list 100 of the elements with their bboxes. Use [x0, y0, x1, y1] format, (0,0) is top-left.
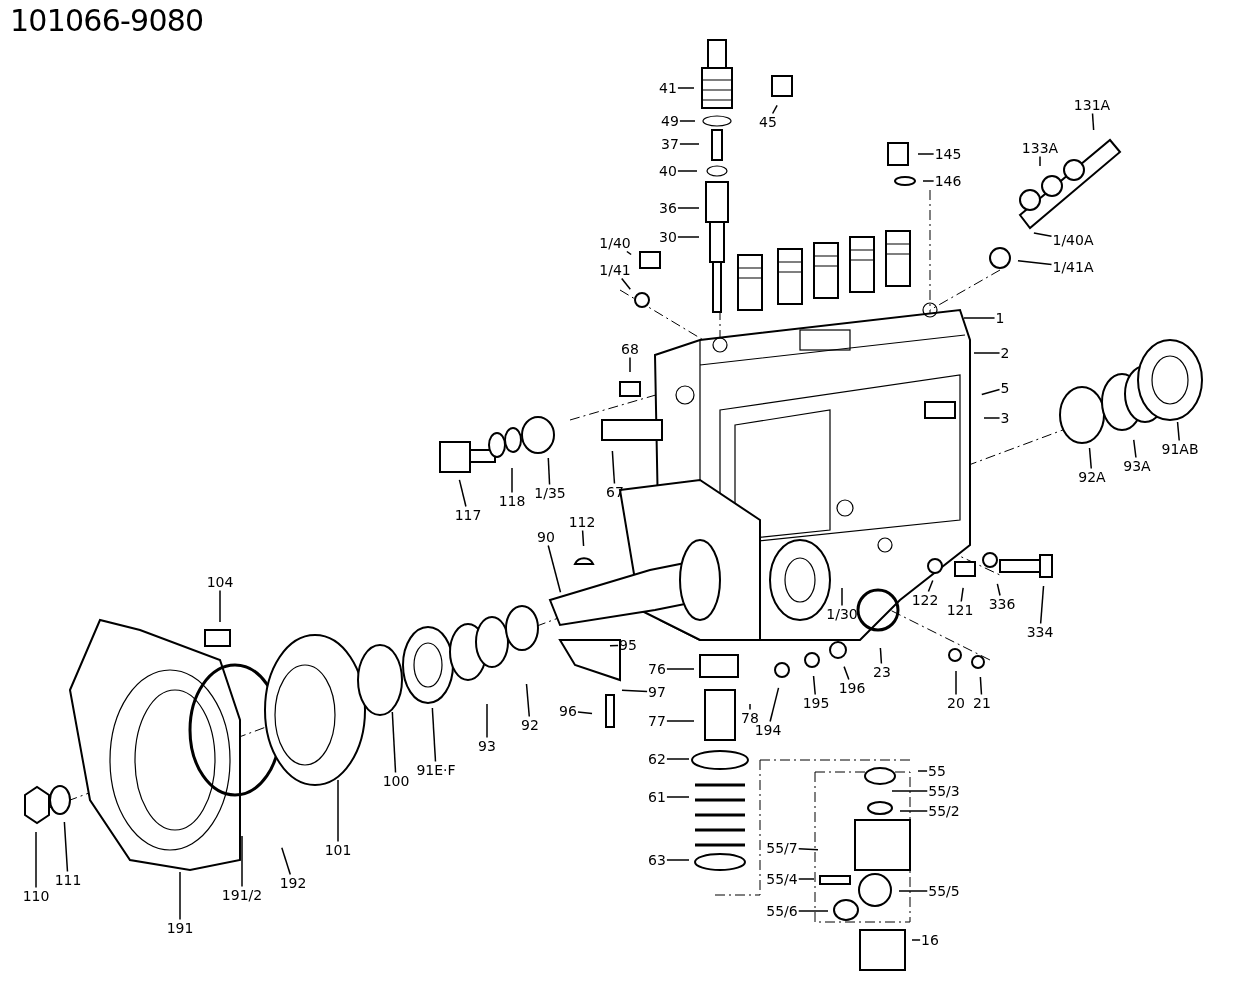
- callout-number: 191: [165, 919, 195, 937]
- leader-line: [679, 143, 700, 145]
- leader-line: [771, 104, 778, 115]
- callout-number: 121: [945, 601, 975, 619]
- callout-number: 16: [920, 931, 940, 949]
- callout-number: 40: [658, 162, 678, 180]
- diagram-title: 101066-9080: [10, 6, 204, 36]
- leader-line: [960, 587, 964, 603]
- callout-number: 110: [21, 887, 51, 905]
- callout-number: 63: [647, 851, 667, 869]
- callout-number: 55/7: [765, 839, 799, 857]
- leader-line: [486, 703, 488, 739]
- callout-number: 191/2: [220, 886, 264, 904]
- leader-line: [621, 689, 648, 693]
- leader-line: [547, 544, 562, 593]
- leader-line: [179, 871, 181, 921]
- callout-number: 112: [567, 513, 597, 531]
- callout-number: 55/6: [765, 902, 799, 920]
- leader-line: [911, 939, 921, 941]
- callout-number: 133A: [1020, 139, 1060, 157]
- callout-number: 61: [647, 788, 667, 806]
- callout-number: 36: [658, 199, 678, 217]
- leader-line: [666, 859, 690, 861]
- leader-line: [891, 790, 928, 792]
- leader-line: [981, 388, 1001, 396]
- callout-number: 195: [801, 694, 831, 712]
- callout-number: 334: [1025, 623, 1055, 641]
- callout-number: 23: [872, 663, 892, 681]
- callout-number: 21: [972, 694, 992, 712]
- callout-number: 97: [647, 683, 667, 701]
- leader-line: [621, 277, 632, 291]
- leader-line: [996, 583, 1001, 597]
- leader-line: [955, 670, 957, 696]
- leader-line: [677, 170, 698, 172]
- leader-line: [431, 707, 437, 763]
- leader-line: [769, 687, 780, 723]
- callout-number: 55/4: [765, 870, 799, 888]
- leader-line: [963, 317, 996, 319]
- leader-line: [666, 796, 690, 798]
- leader-line: [337, 779, 339, 843]
- leader-line: [611, 450, 616, 485]
- callout-number: 90: [536, 528, 556, 546]
- leader-line: [798, 848, 819, 851]
- callout-number: 30: [658, 228, 678, 246]
- leader-line: [626, 250, 632, 256]
- leader-line: [899, 810, 928, 812]
- leader-line: [666, 668, 695, 670]
- leader-line: [241, 835, 243, 888]
- leader-line: [547, 457, 551, 486]
- leader-line: [922, 180, 935, 182]
- leader-line: [749, 703, 751, 711]
- callout-number: 55/3: [927, 782, 961, 800]
- leader-line: [798, 910, 829, 912]
- leader-line: [917, 770, 928, 772]
- leader-line: [917, 153, 935, 155]
- callout-number: 93: [477, 737, 497, 755]
- callout-number: 145: [933, 145, 963, 163]
- callout-number: 1/35: [533, 484, 567, 502]
- callout-number: 1/30: [825, 605, 859, 623]
- leader-line: [677, 236, 700, 238]
- callout-number: 92A: [1077, 468, 1107, 486]
- callout-number: 55/5: [927, 882, 961, 900]
- leader-line: [629, 356, 631, 373]
- leader-line: [812, 675, 816, 696]
- leader-line: [1039, 155, 1041, 167]
- callout-number: 1/40: [598, 234, 632, 252]
- callout-number: 336: [987, 595, 1017, 613]
- callout-number: 77: [647, 712, 667, 730]
- callout-number: 45: [758, 113, 778, 131]
- leader-line: [391, 711, 397, 774]
- leader-line: [898, 890, 928, 892]
- leader-line: [1017, 259, 1053, 266]
- leader-line: [927, 579, 934, 593]
- callout-number: 49: [660, 112, 680, 130]
- callout-number: 92: [520, 716, 540, 734]
- callout-number: 37: [660, 135, 680, 153]
- leader-line: [1033, 232, 1053, 237]
- callout-number: 3: [999, 409, 1011, 427]
- callout-number: 104: [205, 573, 235, 591]
- callout-number: 55/2: [927, 802, 961, 820]
- callout-number: 192: [278, 874, 308, 892]
- leader-line: [1088, 447, 1092, 470]
- callout-number: 96: [558, 702, 578, 720]
- callout-number: 1: [994, 309, 1006, 327]
- leader-line: [1039, 585, 1045, 625]
- leader-line: [511, 467, 513, 494]
- leader-line: [666, 720, 695, 722]
- leader-line: [841, 587, 843, 607]
- callout-number: 91AB: [1160, 440, 1200, 458]
- leader-line: [843, 665, 850, 681]
- leader-line: [1133, 439, 1137, 459]
- callout-number: 100: [381, 772, 411, 790]
- leader-line: [798, 878, 815, 880]
- leader-line: [679, 120, 696, 122]
- callout-number: 93A: [1122, 457, 1152, 475]
- leader-line: [525, 683, 531, 718]
- leader-line: [1091, 112, 1095, 131]
- leader-line: [879, 647, 883, 665]
- callout-number: 101: [323, 841, 353, 859]
- leader-line: [35, 831, 37, 889]
